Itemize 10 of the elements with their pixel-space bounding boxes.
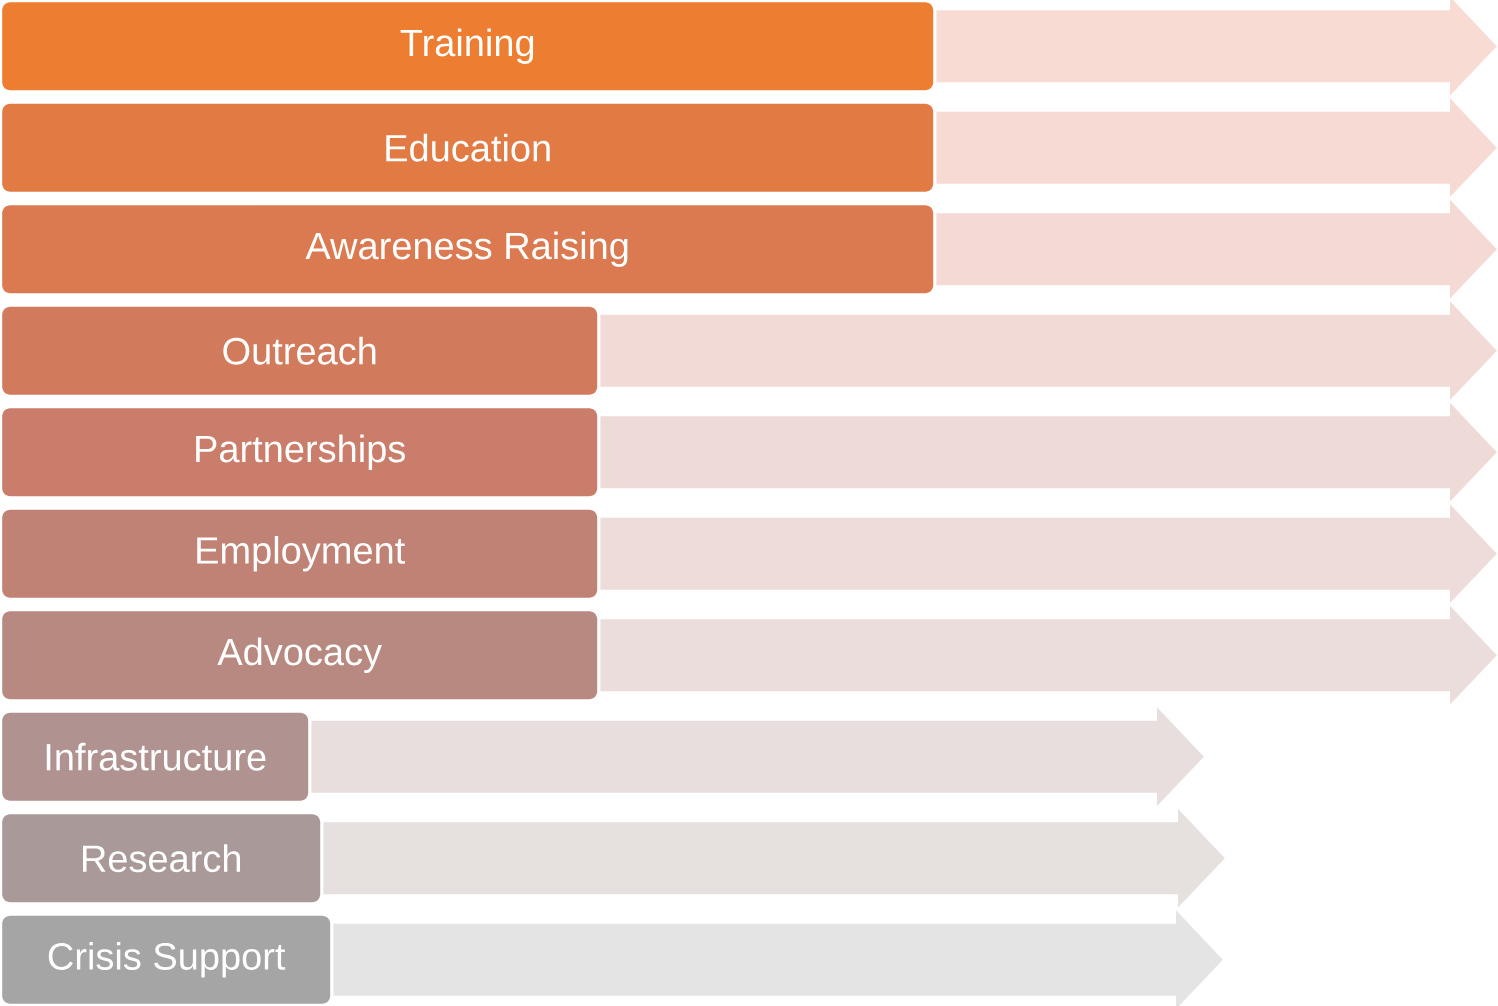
process-box: Outreach (2, 306, 598, 395)
process-box: Infrastructure (2, 712, 309, 801)
process-box: Crisis Support (2, 915, 331, 1004)
process-box: Research (2, 814, 321, 903)
process-box: Training (2, 2, 934, 91)
process-box: Employment (2, 509, 598, 598)
process-box: Awareness Raising (2, 205, 934, 294)
process-box: Education (2, 103, 934, 192)
process-box: Advocacy (2, 611, 598, 700)
process-box: Partnerships (2, 408, 598, 497)
